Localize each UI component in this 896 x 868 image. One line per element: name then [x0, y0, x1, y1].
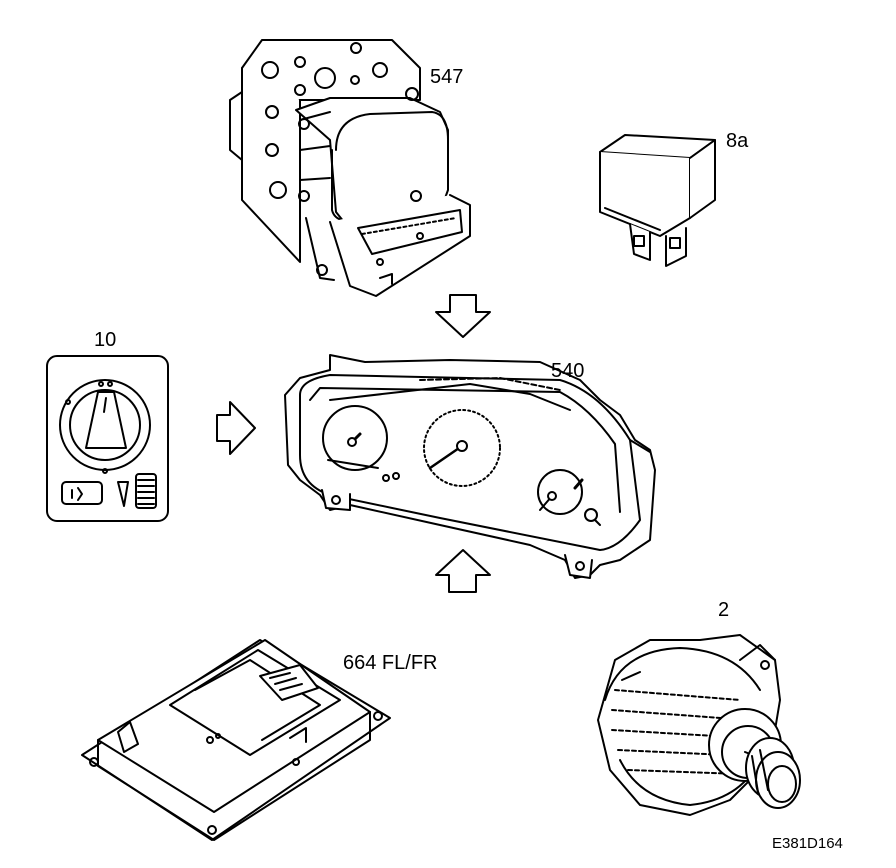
- relay-icon: [600, 135, 715, 266]
- label-instrument-cluster: 540: [551, 360, 585, 382]
- label-light-switch: 10: [94, 329, 117, 351]
- figure-code: E381D164: [772, 835, 843, 852]
- label-control-module: 664 FL/FR: [343, 652, 438, 674]
- label-relay: 8a: [726, 130, 749, 152]
- arrow-up-icon: [436, 550, 490, 592]
- abs-hydraulic-unit-icon: [230, 40, 470, 296]
- alternator-icon: [598, 635, 800, 815]
- arrow-right-icon: [217, 402, 255, 454]
- instrument-cluster-icon: [285, 355, 655, 578]
- control-module-icon: [82, 640, 390, 840]
- arrow-down-icon: [436, 295, 490, 337]
- label-abs-unit: 547: [430, 66, 464, 88]
- light-switch-panel-icon: [47, 356, 168, 521]
- label-alternator: 2: [718, 599, 730, 621]
